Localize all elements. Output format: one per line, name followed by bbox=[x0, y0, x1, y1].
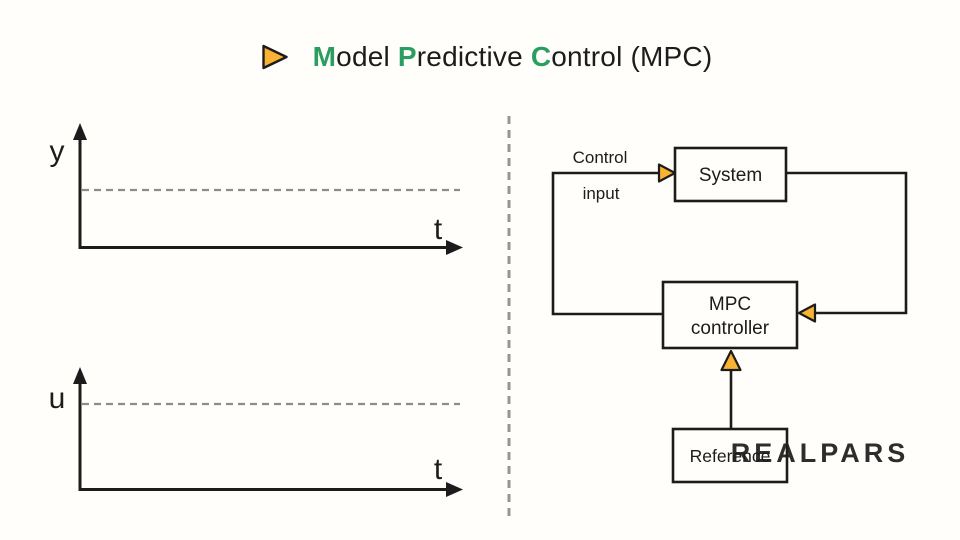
input-plot-x-label: t bbox=[434, 453, 443, 486]
mpc-box-label-line2: controller bbox=[691, 318, 770, 339]
arrowhead-into-system-icon bbox=[657, 163, 677, 183]
mpc-controller-box bbox=[661, 280, 799, 350]
input-plot-x-axis-arrow-icon bbox=[446, 482, 463, 497]
title-part: odel bbox=[336, 41, 398, 72]
title-part: C bbox=[530, 41, 552, 72]
title-part: P bbox=[397, 41, 417, 72]
output-plot-x-axis-arrow-icon bbox=[446, 240, 463, 255]
output-plot-x-label: t bbox=[434, 213, 443, 246]
realpars-watermark: REALPARS bbox=[731, 438, 910, 468]
output-plot-y-axis-arrow-icon bbox=[73, 123, 87, 140]
title-part: M bbox=[312, 41, 337, 72]
arrowhead-from-reference-icon bbox=[720, 349, 742, 372]
page-title: Model Predictive Control (MPC) bbox=[313, 41, 713, 73]
mpc-box-label-line1: MPC bbox=[709, 294, 751, 315]
play-triangle-icon bbox=[261, 44, 288, 70]
feedback-line bbox=[786, 171, 908, 315]
control-input-label-line2: input bbox=[583, 184, 620, 203]
title-part: ontrol (MPC) bbox=[551, 41, 713, 72]
control-input-plot: u t bbox=[49, 367, 463, 497]
system-box bbox=[673, 146, 788, 203]
title-part: redictive bbox=[416, 41, 531, 72]
output-plot: y t bbox=[50, 123, 463, 255]
system-box-label: System bbox=[699, 165, 762, 186]
mpc-block-diagram: Control input System MPC controller REAL… bbox=[551, 146, 910, 484]
title-row: Model Predictive Control (MPC) bbox=[0, 40, 960, 74]
input-plot-y-axis-arrow-icon bbox=[73, 367, 87, 384]
reference-box-label: Reference bbox=[690, 446, 771, 466]
control-input-line bbox=[551, 171, 663, 316]
input-plot-y-label: u bbox=[49, 382, 66, 415]
reference-box bbox=[671, 427, 789, 484]
output-plot-y-label: y bbox=[50, 135, 65, 168]
control-input-label-line1: Control bbox=[573, 148, 628, 167]
arrowhead-into-mpc-icon bbox=[797, 303, 817, 323]
